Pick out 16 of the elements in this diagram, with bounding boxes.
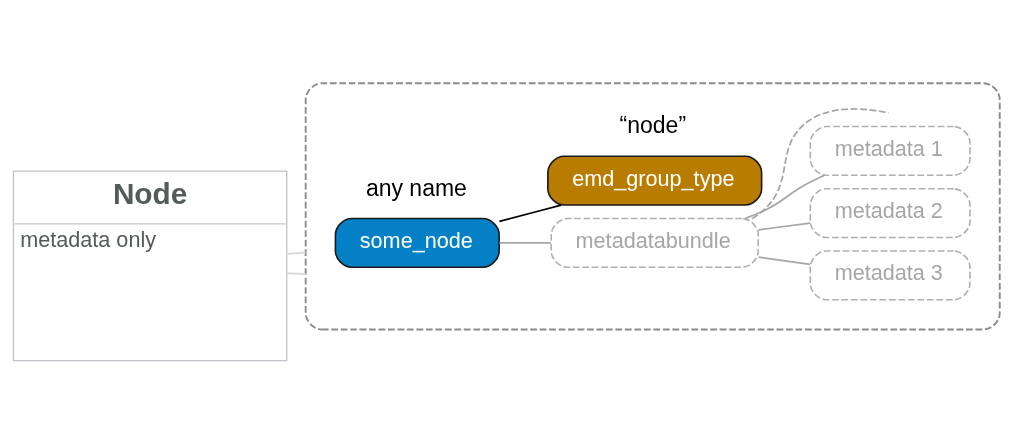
connector <box>757 256 811 266</box>
node-label: “node” <box>619 112 687 139</box>
connector <box>285 251 307 255</box>
cluster <box>304 82 1001 331</box>
connector <box>498 242 552 244</box>
connector <box>757 222 811 231</box>
connector <box>751 108 890 220</box>
node-box: emd_group_type <box>547 155 763 206</box>
node-box: metadata 1 <box>809 125 971 177</box>
node-box: metadata 2 <box>809 187 971 239</box>
node-box: some_node <box>334 217 500 269</box>
node-box: metadatabundle <box>550 217 760 269</box>
connector <box>285 272 307 275</box>
node-label: any name <box>365 174 467 201</box>
connector <box>498 204 563 223</box>
node-box: metadata 3 <box>809 250 971 301</box>
